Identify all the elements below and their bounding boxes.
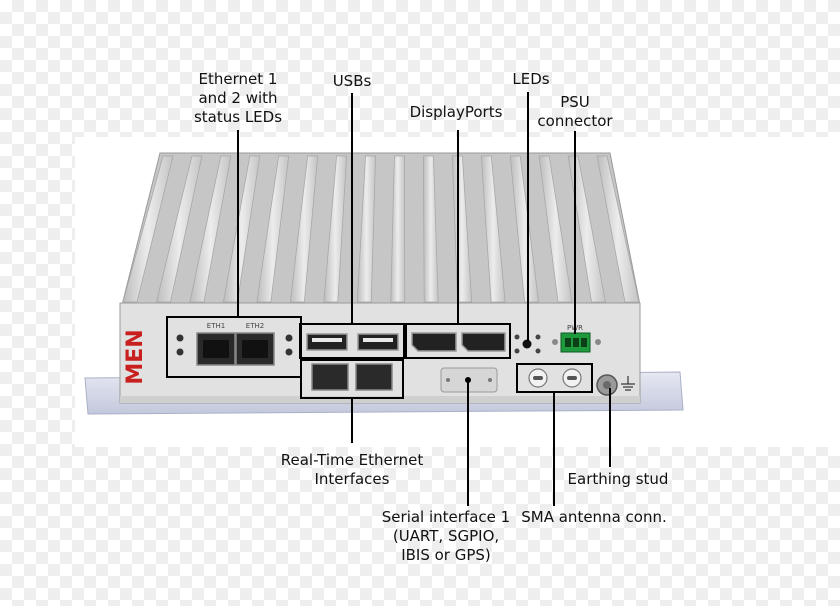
- rt-ethernet-port-2: [355, 363, 393, 391]
- heatsink-fin: [356, 155, 376, 303]
- ethernet-label: Ethernet 1 and 2 with status LEDs: [178, 70, 298, 127]
- sma-antenna-label: SMA antenna conn.: [521, 508, 667, 526]
- heatsink-fin: [256, 155, 290, 303]
- eth-status-led: [285, 348, 293, 356]
- psu-connector-pin: [565, 338, 571, 347]
- heatsink-fin: [155, 155, 203, 303]
- rt-ethernet-label-line-1: Real-Time Ethernet: [280, 451, 424, 469]
- psu-connector-label: PSU connector: [525, 93, 625, 131]
- front-panel-bottom-edge: [120, 396, 640, 403]
- psu-label-line-1: PSU: [560, 93, 590, 111]
- ethernet-label-line-1: Ethernet 1: [198, 70, 278, 88]
- earthing-stud-center: [603, 381, 611, 389]
- heatsink-fin: [122, 155, 174, 303]
- psu-screw: [595, 339, 601, 345]
- usb-port-1-tongue: [312, 338, 342, 342]
- eth-status-led: [176, 334, 184, 342]
- leds-label: LEDs: [512, 70, 550, 88]
- sma-connector-2-slot: [567, 376, 577, 380]
- heatsink-fin: [390, 155, 406, 303]
- rt-ethernet-label-line-2: Interfaces: [314, 470, 390, 488]
- heatsink-fin: [189, 155, 232, 303]
- led-indicator: [514, 348, 520, 354]
- eth-status-led: [285, 334, 293, 342]
- serial-label-line-1: Serial interface 1: [381, 508, 511, 526]
- rt-ethernet-port-1: [311, 363, 349, 391]
- heatsink-fin: [596, 155, 640, 303]
- brand-logo: MEN: [123, 329, 148, 384]
- earthing-stud-label: Earthing stud: [567, 470, 669, 488]
- heatsink-fin: [323, 155, 348, 303]
- heatsink-fin: [538, 155, 573, 303]
- eth1-port-opening: [203, 340, 229, 358]
- psu-connector-pin: [581, 338, 587, 347]
- usb-port-2-tongue: [363, 338, 393, 342]
- serial-cover-screw: [488, 378, 492, 382]
- ethernet-label-line-3: status LEDs: [193, 108, 283, 126]
- serial-label-line-2: (UART, SGPIO,: [392, 527, 500, 545]
- led-indicator: [535, 348, 541, 354]
- serial-label-line-3: IBIS or GPS): [401, 546, 491, 564]
- heatsink-fin: [509, 155, 540, 303]
- displayports-label: DisplayPorts: [409, 103, 503, 121]
- eth1-port-label: ETH1: [207, 322, 225, 330]
- led-indicator: [514, 334, 520, 340]
- earth-symbol-icon: [621, 376, 635, 391]
- heatsink-fin: [480, 155, 506, 303]
- eth2-port-opening: [242, 340, 268, 358]
- rt-ethernet-label: Real-Time Ethernet Interfaces: [272, 451, 432, 489]
- eth2-port-label: ETH2: [246, 322, 264, 330]
- led-indicator: [535, 334, 541, 340]
- heatsink-fin: [422, 155, 439, 303]
- led-indicator: [522, 339, 532, 349]
- serial-cover-screw: [446, 378, 450, 382]
- psu-connector-pin: [573, 338, 579, 347]
- psu-label-line-2: connector: [537, 112, 613, 130]
- heatsink-fin: [289, 155, 319, 303]
- usbs-label: USBs: [332, 72, 372, 90]
- psu-screw: [552, 339, 558, 345]
- displayport-2: [461, 332, 506, 352]
- eth-status-led: [176, 348, 184, 356]
- sma-connector-1-slot: [533, 376, 543, 380]
- ethernet-label-line-2: and 2 with: [198, 89, 278, 107]
- displayport-1: [411, 332, 457, 352]
- serial-interface-label: Serial interface 1 (UART, SGPIO, IBIS or…: [376, 508, 516, 565]
- serial-callout-dot: [465, 377, 471, 383]
